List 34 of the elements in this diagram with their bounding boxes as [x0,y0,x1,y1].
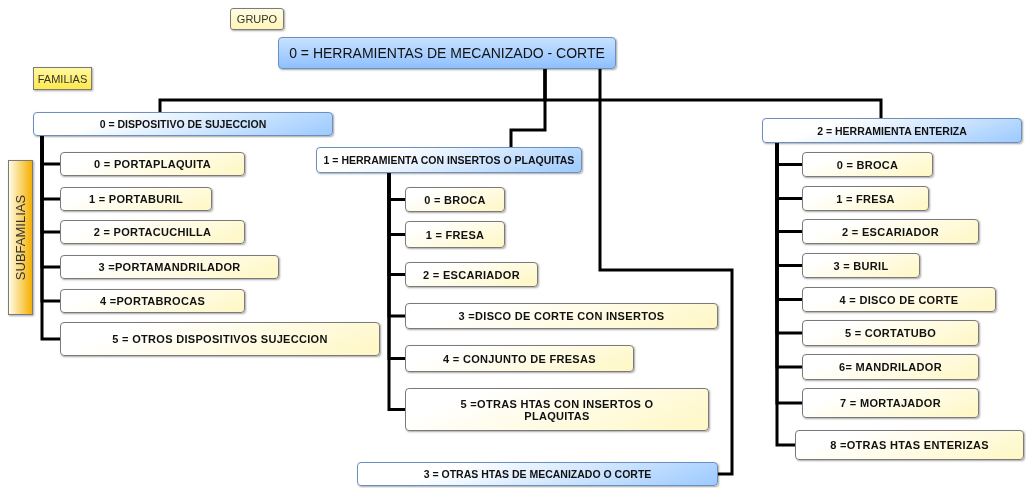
subfamily-box: 5 =OTRAS HTAS CON INSERTOS O PLAQUITAS [405,388,709,431]
subfamily-box: 3 = BURIL [802,253,920,278]
subfamily-box: 3 =DISCO DE CORTE CON INSERTOS [405,303,718,329]
subfamily-box: 0 = BROCA [802,152,933,177]
level-tag: SUBFAMILIAS [8,160,33,315]
subfamily-box: 5 = CORTATUBO [802,320,979,346]
subfamily-box: 1 = FRESA [802,186,929,211]
subfamily-box: 2 = ESCARIADOR [405,262,538,287]
subfamily-box: 0 = BROCA [405,187,505,212]
subfamily-box: 4 = DISCO DE CORTE [802,287,996,312]
subfamily-box: 4 =PORTABROCAS [60,289,245,313]
subfamily-box: 1 = PORTABURIL [60,187,212,211]
subfamily-box: 6= MANDRILADOR [802,354,979,380]
family-box: 1 = HERRAMIENTA CON INSERTOS O PLAQUITAS [316,147,582,173]
connector-line [387,173,405,411]
level-tag: FAMILIAS [33,67,92,90]
subfamily-box: 0 = PORTAPLAQUITA [60,152,245,176]
subfamily-box: 2 = PORTACUCHILLA [60,220,245,244]
subfamily-box: 5 = OTROS DISPOSITIVOS SUJECCION [60,322,380,356]
subfamily-box: 1 = FRESA [405,221,505,248]
level-tag: GRUPO [230,8,284,30]
subfamily-box: 2 = ESCARIADOR [802,219,979,244]
subfamily-box: 4 = CONJUNTO DE FRESAS [405,345,634,372]
subfamily-box: 7 = MORTAJADOR [802,388,979,418]
group-box: 0 = HERRAMIENTAS DE MECANIZADO - CORTE [278,37,616,69]
connector-line [775,143,795,447]
connector-line [543,69,883,118]
family-box: 0 = DISPOSITIVO DE SUJECCION [33,112,333,136]
connector-line [598,69,734,476]
family-box: 2 = HERRAMIENTA ENTERIZA [762,118,1022,143]
subfamily-box: 3 =PORTAMANDRILADOR [60,255,279,279]
connector-line [40,136,60,341]
subfamily-box: 8 =OTRAS HTAS ENTERIZAS [795,430,1024,460]
family-box: 3 = OTRAS HTAS DE MECANIZADO O CORTE [357,462,718,486]
